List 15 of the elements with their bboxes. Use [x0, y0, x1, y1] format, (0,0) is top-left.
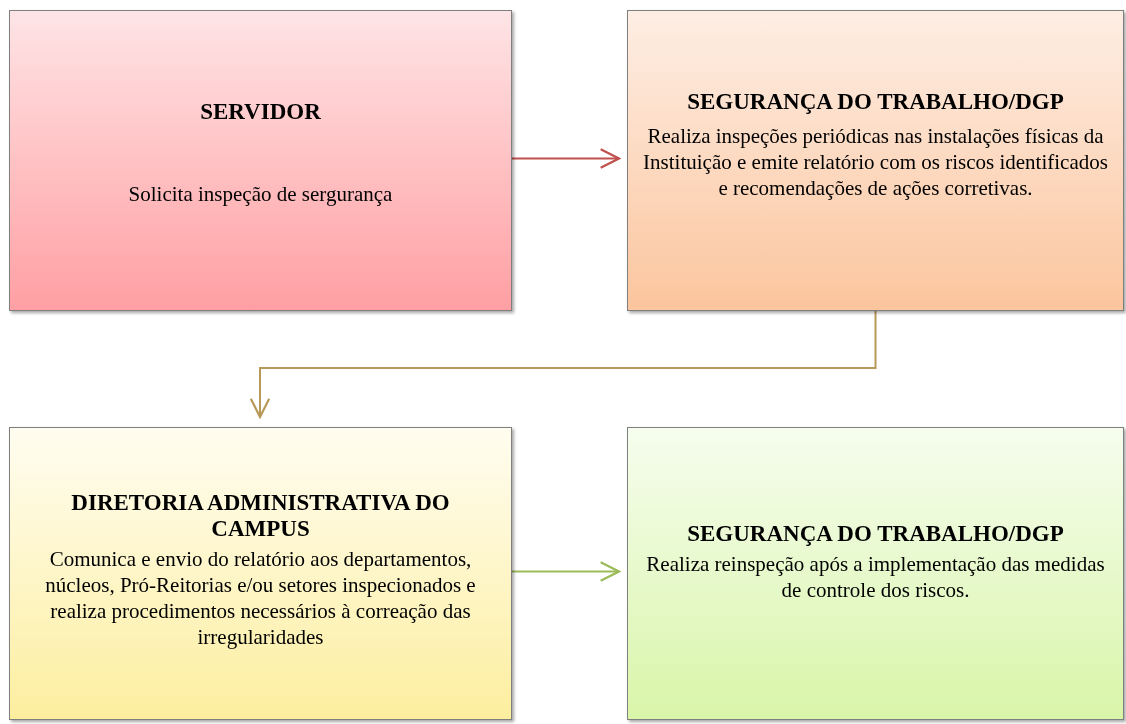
- box-heading: DIRETORIA ADMINISTRATIVA DO CAMPUS: [70, 489, 451, 542]
- process-box: [9, 427, 512, 720]
- arrow: [249, 310, 877, 419]
- box-heading: SERVIDOR: [200, 98, 321, 125]
- box-description: Comunica e envio do relatório aos departamentos, núcleos, Pró-Reitorias e/ou setores inspecionados e realiza procedimentos necessários à correação das irregularidades: [44, 545, 477, 650]
- arrow: [511, 148, 621, 169]
- process-box: [627, 10, 1124, 311]
- process-box: [627, 427, 1124, 720]
- box-description: Solicita inspeção de sergurança: [128, 180, 393, 207]
- process-box: [9, 10, 512, 311]
- box-heading: SEGURANÇA DO TRABALHO/DGP: [687, 520, 1064, 547]
- box-description: Realiza inspeções periódicas nas instalações físicas da Instituição e emite relatório com os riscos identificados e recomendações de ações corretivas.: [642, 122, 1109, 201]
- box-description: Realiza reinspeção após a implementação das medidas de controle dos riscos.: [645, 550, 1106, 603]
- box-heading: SEGURANÇA DO TRABALHO/DGP: [687, 88, 1064, 115]
- arrow: [511, 561, 621, 582]
